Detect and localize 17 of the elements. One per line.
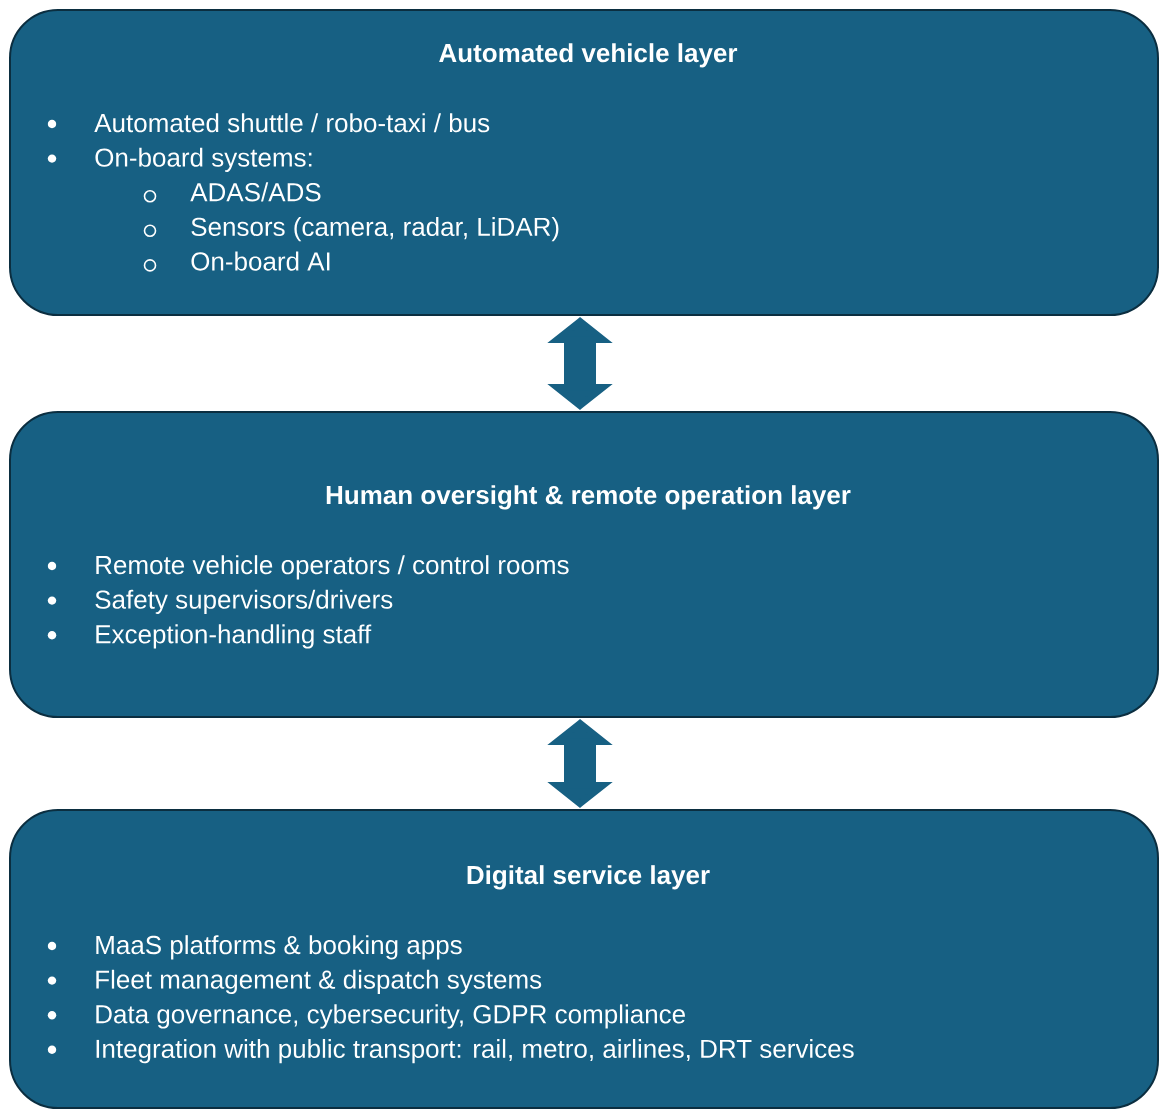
bullet-item: MaaS platforms & booking apps bbox=[96, 935, 462, 960]
box-heading: Human oversight & remote operation layer bbox=[326, 485, 851, 510]
box-heading: Digital service layer bbox=[467, 865, 710, 890]
bullet-item: Fleet management & dispatch systems bbox=[96, 969, 542, 994]
bullet-item: Remote vehicle operators / control rooms bbox=[96, 555, 569, 580]
bullet-item: On-board AI bbox=[191, 251, 330, 271]
double-arrow bbox=[547, 719, 613, 808]
box-heading: Automated vehicle layer bbox=[439, 43, 738, 68]
bullet-item: On-board systems: bbox=[95, 147, 312, 172]
bullet-item: Sensors (camera, radar, LiDAR) bbox=[191, 216, 559, 242]
bullet-item: ADAS/ADS bbox=[190, 182, 321, 202]
bullet-item: Integration with public transport: rail, metro, airlines, DRT services bbox=[96, 1038, 854, 1064]
bullet-item: Data governance, cybersecurity, GDPR compliance bbox=[96, 1004, 685, 1029]
bullet-item: Safety supervisors/drivers bbox=[95, 589, 393, 614]
double-arrow bbox=[547, 317, 613, 410]
bullet-item: Automated shuttle / robo-taxi / bus bbox=[94, 113, 490, 133]
bullet-item: Exception-handling staff bbox=[96, 624, 372, 649]
